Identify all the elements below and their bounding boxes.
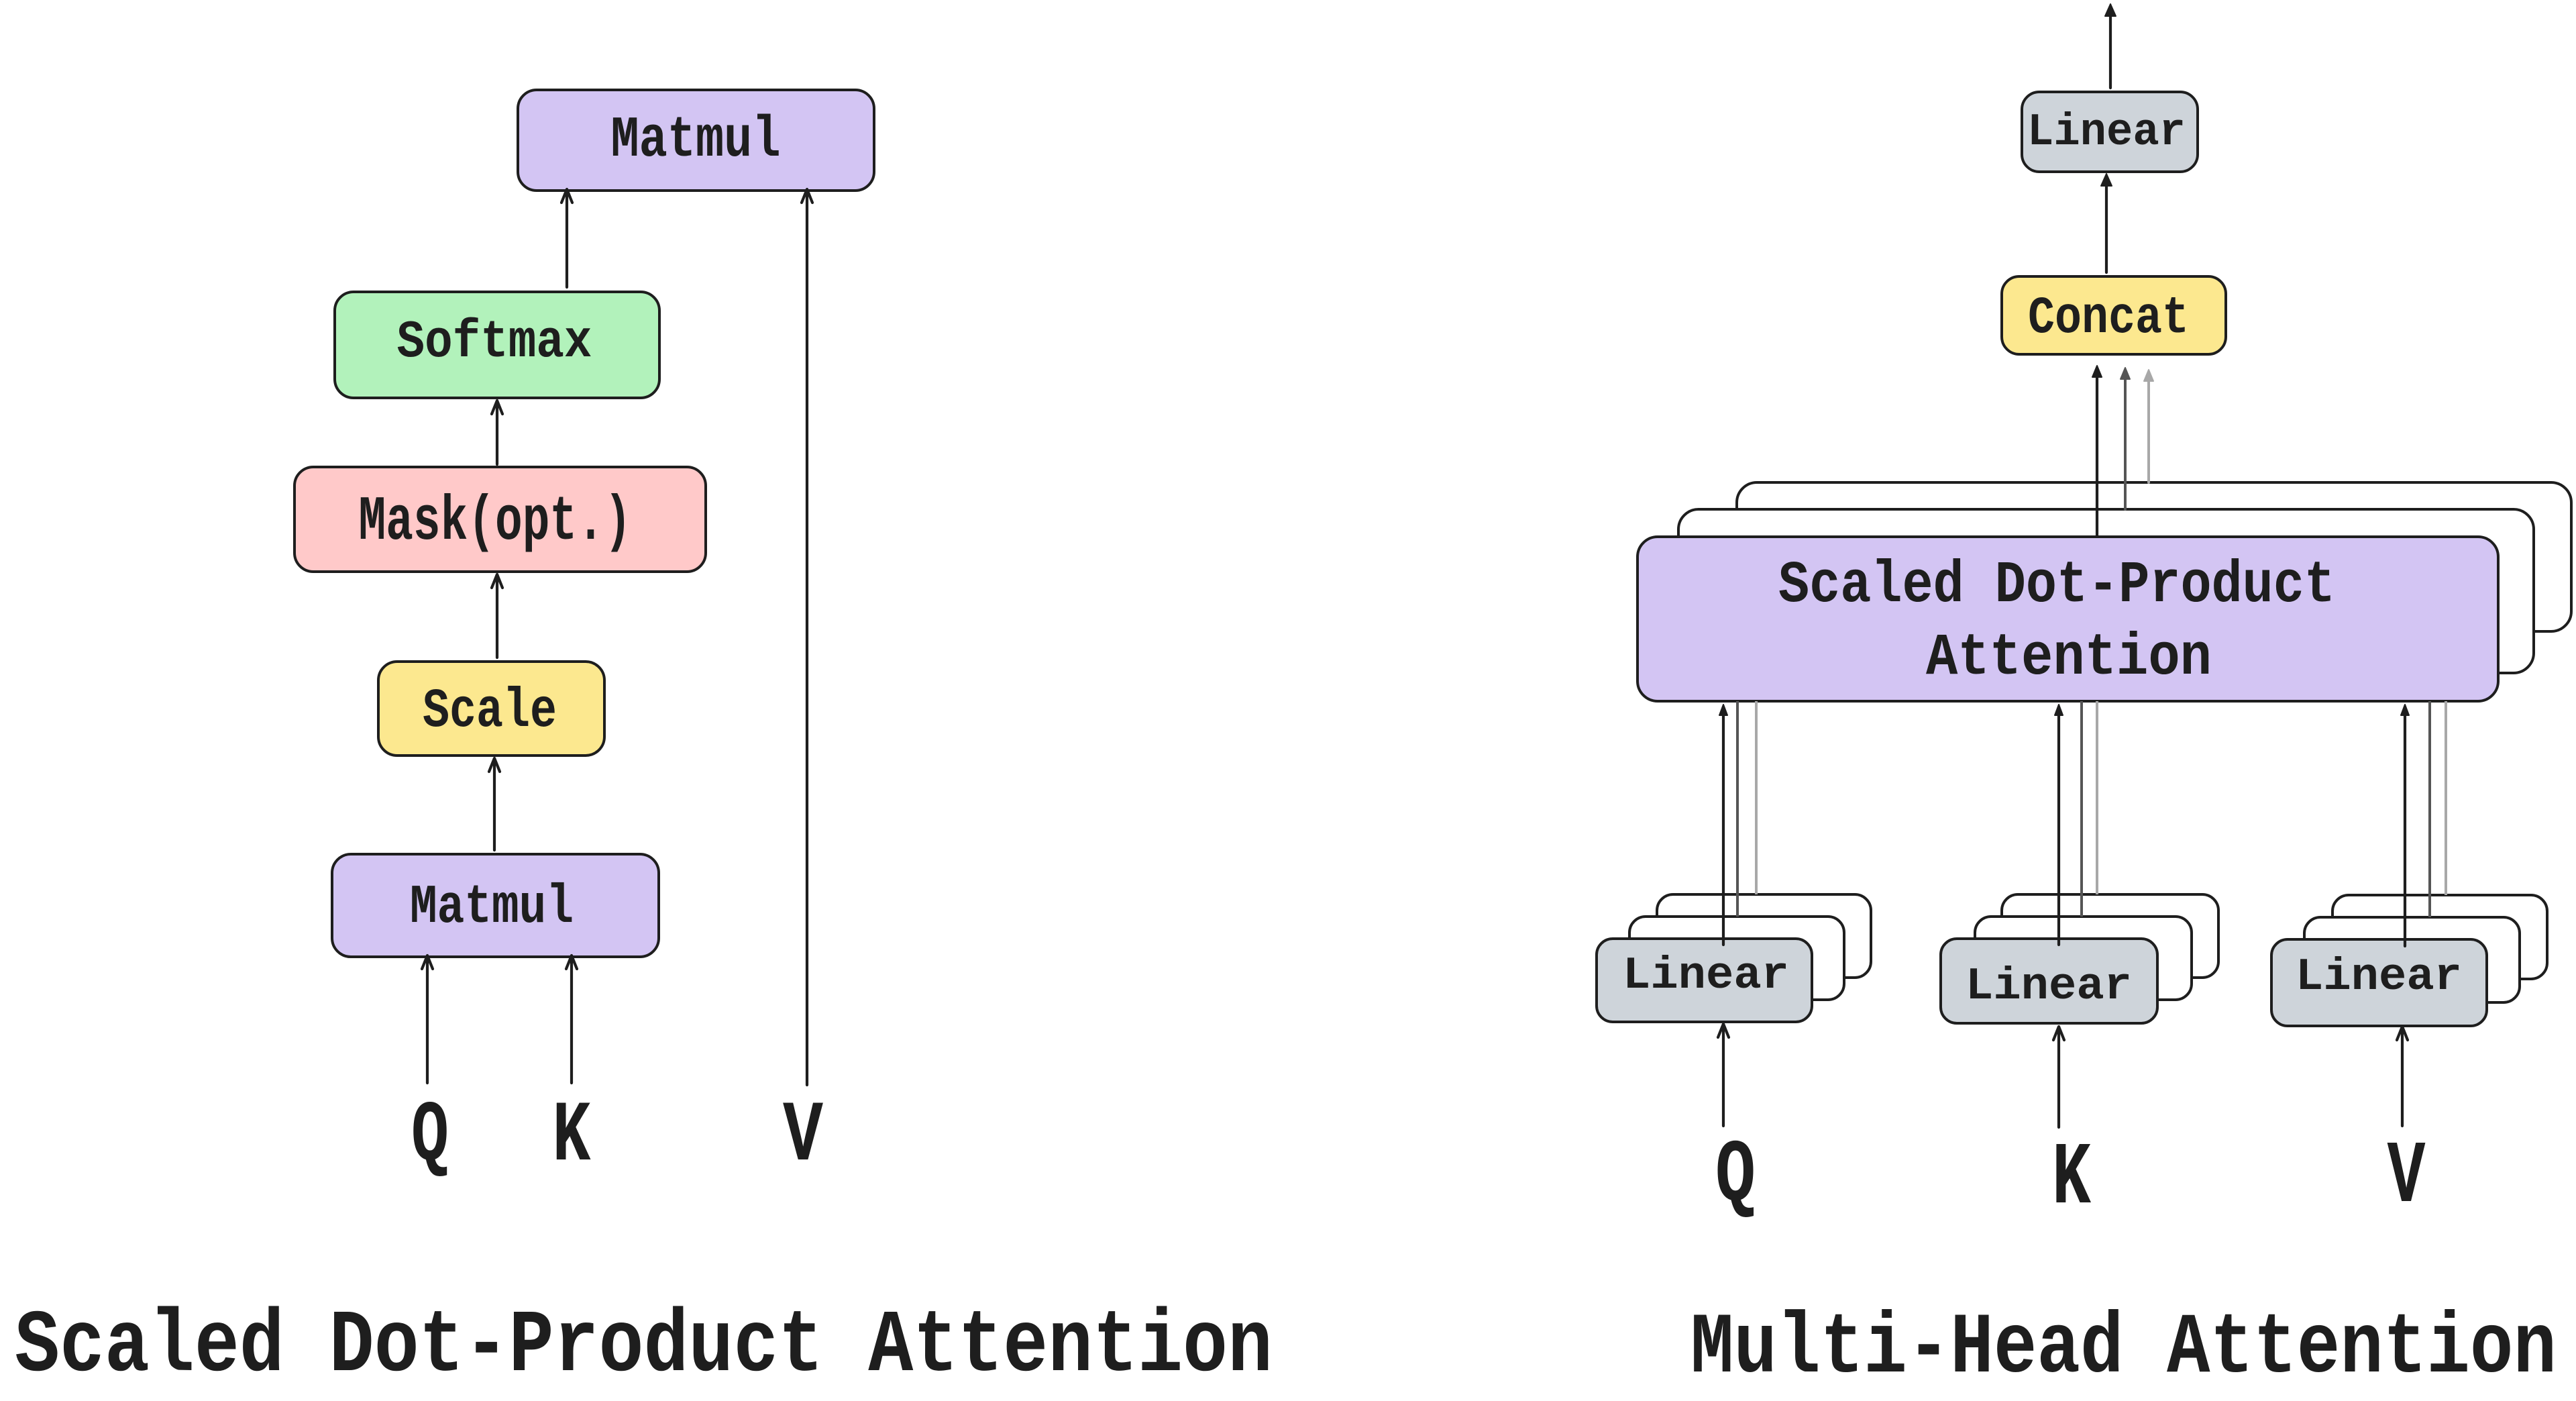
svg-text:V: V: [2387, 1127, 2426, 1228]
svg-text:Multi-Head Attention: Multi-Head Attention: [1690, 1300, 2557, 1398]
svg-text:Linear: Linear: [2027, 107, 2186, 158]
svg-text:V: V: [783, 1088, 823, 1186]
svg-text:Matmul: Matmul: [611, 107, 781, 173]
svg-text:Matmul: Matmul: [410, 876, 574, 939]
svg-text:Concat: Concat: [2028, 289, 2189, 348]
svg-text:Softmax: Softmax: [397, 312, 592, 372]
svg-text:Scaled Dot-Product: Scaled Dot-Product: [1778, 553, 2335, 619]
svg-text:Linear: Linear: [1966, 961, 2132, 1013]
svg-text:Q: Q: [411, 1088, 449, 1186]
svg-text:K: K: [553, 1088, 591, 1186]
svg-text:Mask(opt.): Mask(opt.): [359, 487, 632, 558]
svg-text:Linear: Linear: [1623, 950, 1789, 1002]
svg-text:Q: Q: [1715, 1126, 1756, 1227]
svg-text:Scale: Scale: [423, 680, 557, 743]
svg-text:Scaled Dot-Product Attention: Scaled Dot-Product Attention: [15, 1296, 1273, 1397]
svg-text:Linear: Linear: [2296, 951, 2462, 1003]
svg-text:Attention: Attention: [1926, 625, 2212, 692]
svg-text:K: K: [2052, 1129, 2092, 1229]
